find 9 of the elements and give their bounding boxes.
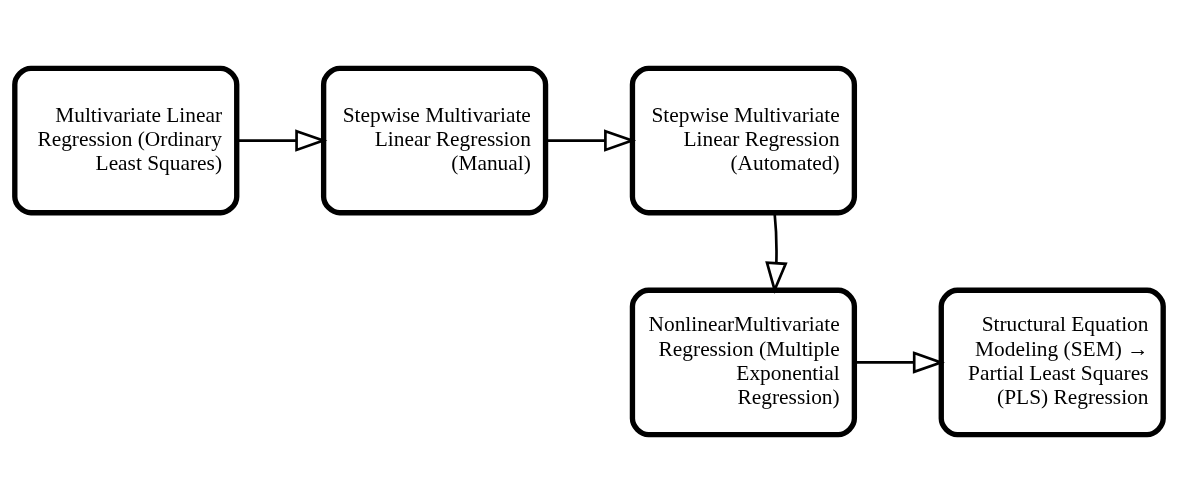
node-box: Multivariate Linear Regression (Ordinary Least Squares)	[12, 65, 240, 215]
node-box: Structural Equation Modeling (SEM) → Partial Least Squares (PLS) Regression	[938, 287, 1166, 437]
arrow	[236, 128, 328, 152]
arrow	[854, 350, 945, 374]
arrow	[765, 212, 788, 294]
node-box: NonlinearMultivariate Regression (Multiple Exponential Regression)	[629, 287, 858, 437]
node-box: Stepwise Multivariate Linear Regression (Manual)	[320, 65, 549, 215]
node-box: Stepwise Multivariate Linear Regression (Automated)	[629, 65, 858, 215]
arrow	[545, 128, 637, 152]
